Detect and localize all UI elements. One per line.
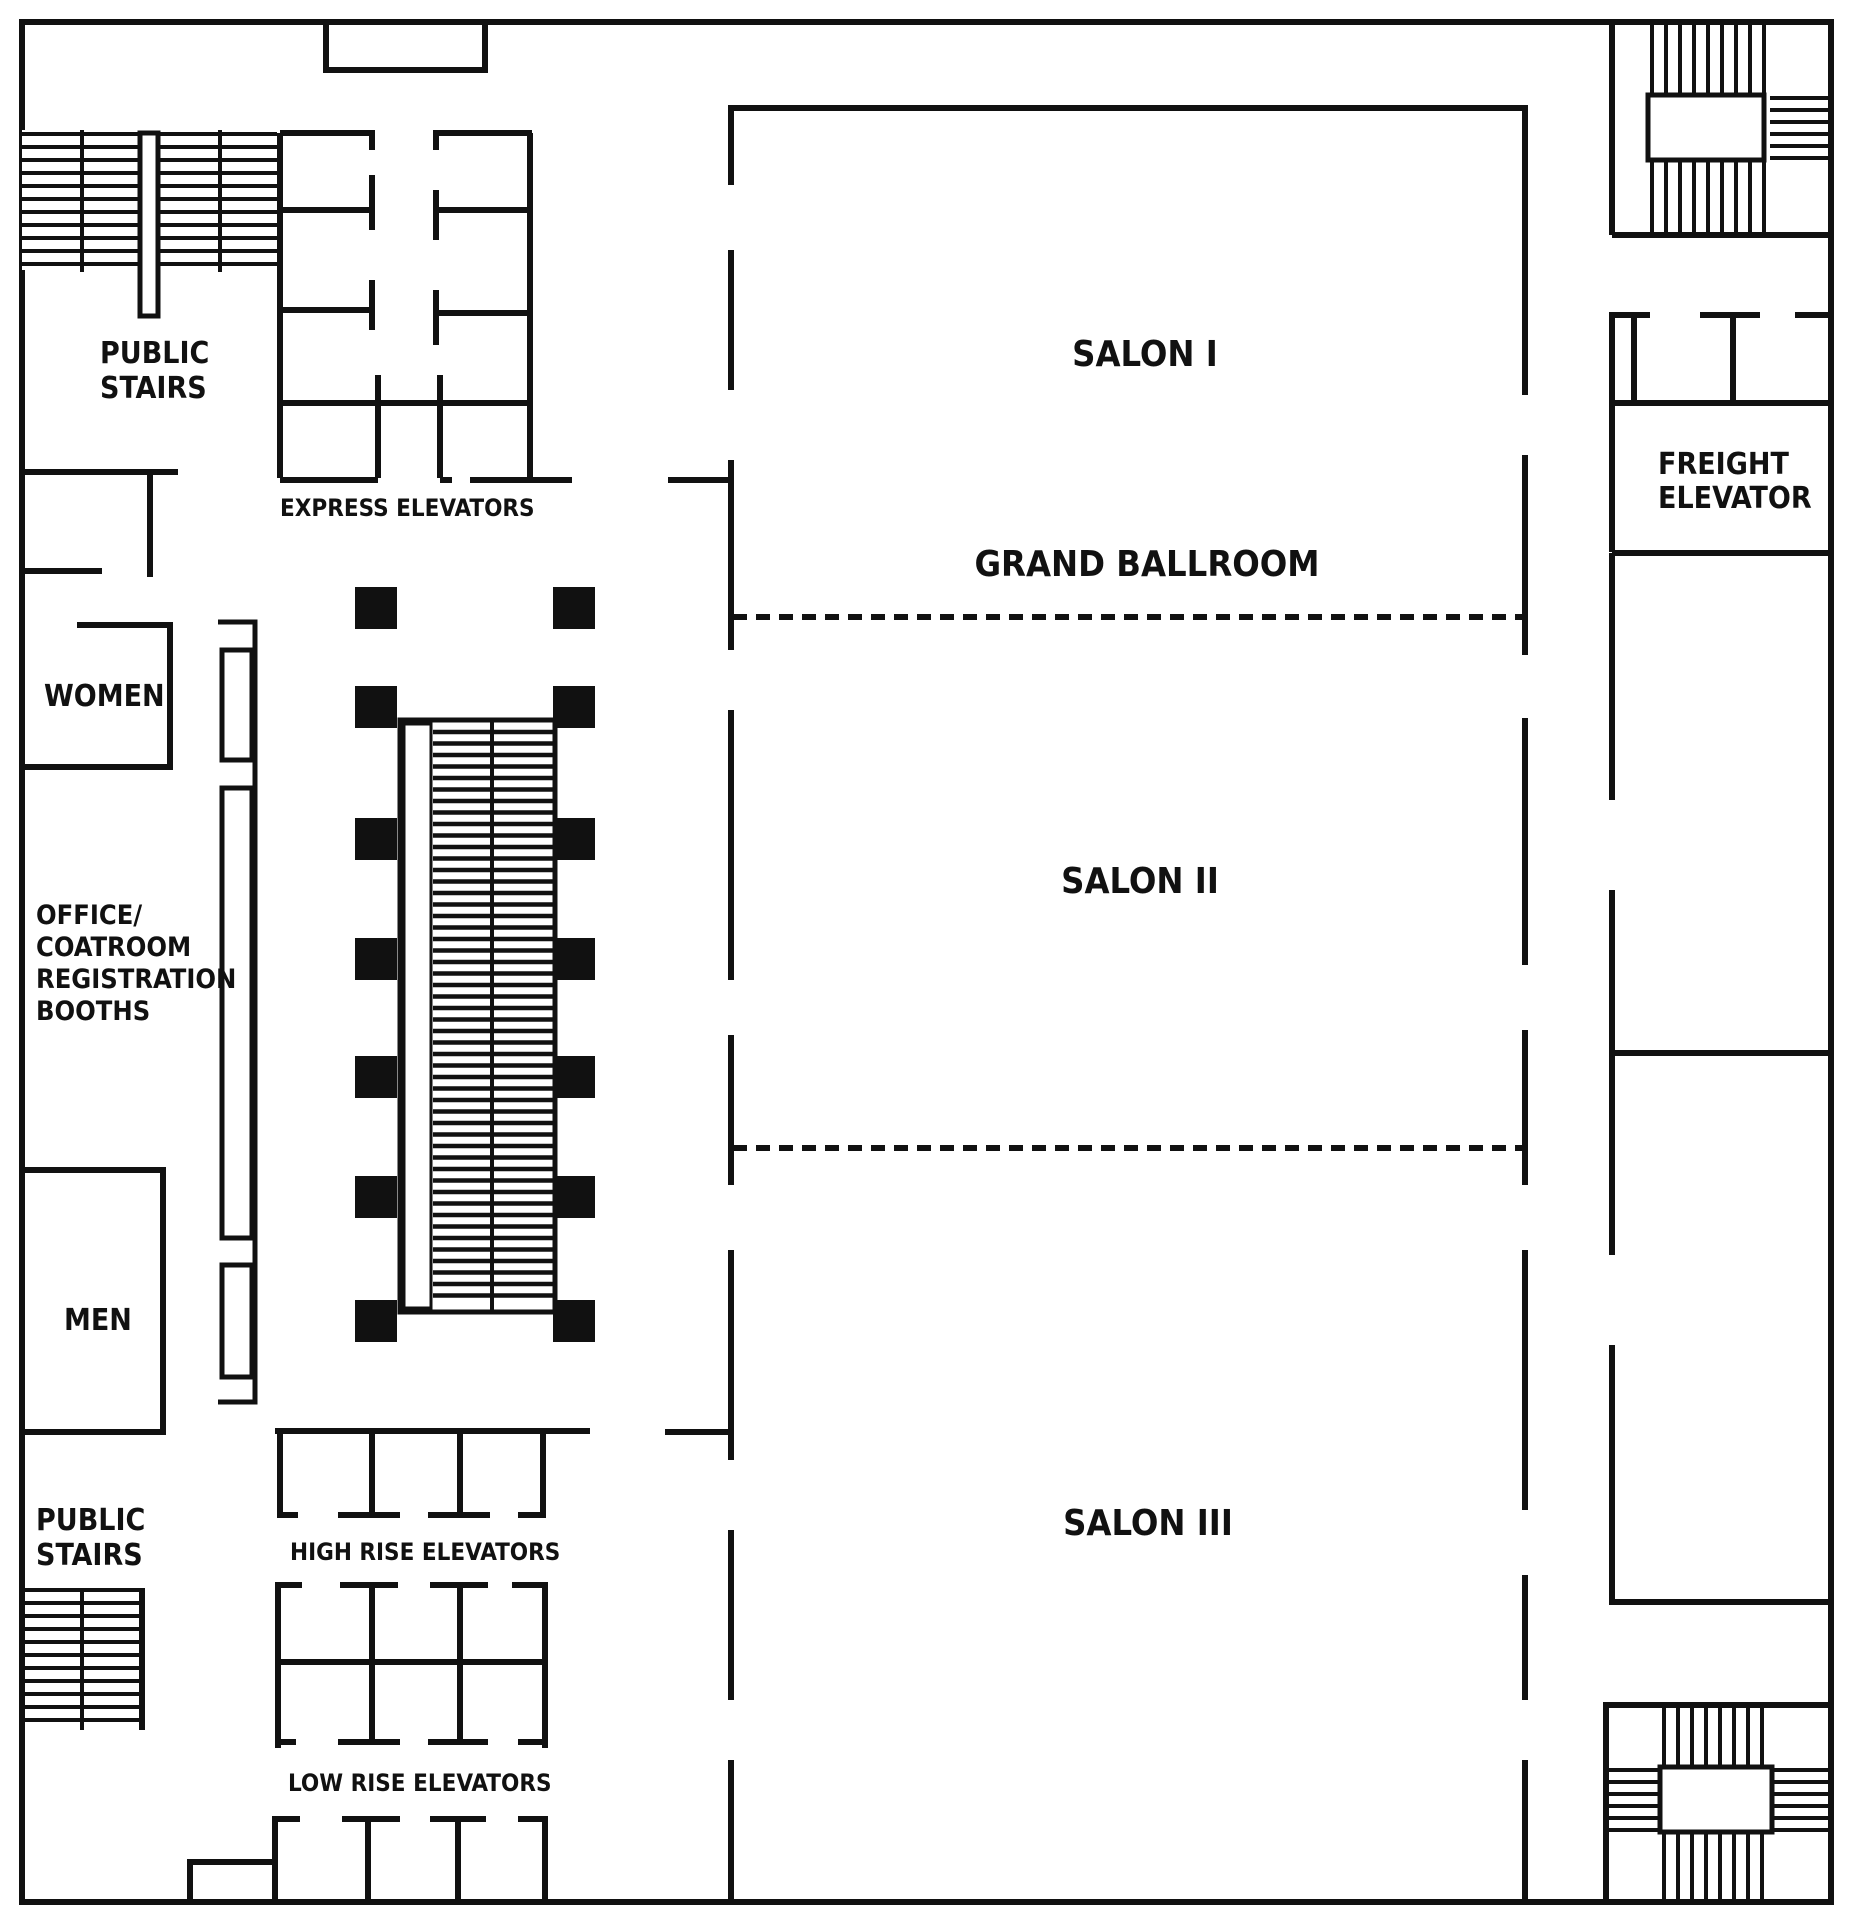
high-rise-elevators <box>275 1428 590 1518</box>
women-label: WOMEN <box>44 679 165 714</box>
public-stairs-bottom-label-2: STAIRS <box>36 1538 143 1573</box>
column <box>355 686 397 728</box>
grand-ballroom <box>665 105 1528 1902</box>
column <box>553 686 595 728</box>
column <box>355 587 397 629</box>
freight-elevator-label-2: ELEVATOR <box>1658 481 1812 516</box>
low-rise-elevators-label: LOW RISE ELEVATORS <box>288 1769 552 1797</box>
top-notch <box>323 22 488 73</box>
low-rise-elevators <box>187 1582 548 1902</box>
salon-partitions <box>733 614 1522 1151</box>
escalator <box>397 717 558 1315</box>
right-rooms <box>1603 22 1831 1902</box>
high-rise-elevators-label: HIGH RISE ELEVATORS <box>290 1538 560 1566</box>
office-label-1: OFFICE/ <box>36 900 142 931</box>
column <box>355 938 397 980</box>
public-stairs-top-label-1: PUBLIC <box>100 336 209 371</box>
column <box>553 1056 595 1098</box>
office-label-4: BOOTHS <box>36 996 150 1027</box>
registration-booths <box>218 619 258 1405</box>
stairs-bottom-left <box>22 1588 145 1730</box>
salon-2-label: SALON II <box>1061 861 1219 902</box>
public-stairs-bottom-label-1: PUBLIC <box>36 1503 145 1538</box>
men-label: MEN <box>64 1303 132 1338</box>
office-label-2: COATROOM <box>36 932 191 963</box>
column <box>553 938 595 980</box>
stairs-top-left <box>22 130 277 319</box>
structural-columns <box>355 587 595 1342</box>
column <box>553 587 595 629</box>
salon-3-label: SALON III <box>1063 1503 1233 1544</box>
express-elevators-label: EXPRESS ELEVATORS <box>280 494 535 522</box>
left-rooms <box>22 469 178 1435</box>
grand-ballroom-label: GRAND BALLROOM <box>974 544 1319 585</box>
column <box>355 1176 397 1218</box>
outer-walls <box>19 19 1834 1905</box>
public-stairs-top-label-2: STAIRS <box>100 371 207 406</box>
salon-1-label: SALON I <box>1072 334 1218 375</box>
column <box>553 1176 595 1218</box>
column <box>553 1300 595 1342</box>
column <box>553 818 595 860</box>
column <box>355 818 397 860</box>
freight-elevator-label-1: FREIGHT <box>1658 447 1789 482</box>
express-elevators <box>277 130 572 483</box>
column <box>355 1300 397 1342</box>
column <box>355 1056 397 1098</box>
stairs-top-right <box>1645 22 1831 232</box>
stairs-bottom-right <box>1608 1708 1831 1900</box>
office-label-3: REGISTRATION <box>36 964 236 995</box>
